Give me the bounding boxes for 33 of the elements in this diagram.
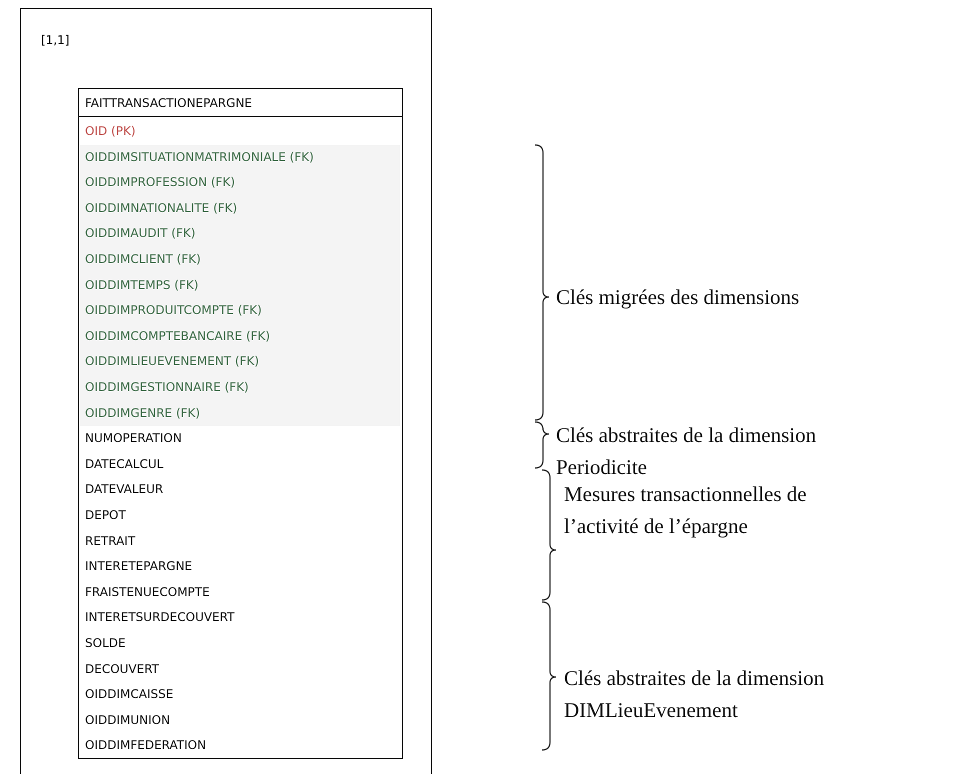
column-name: FRAISTENUECOMPTE	[84, 584, 211, 601]
column-name: DATEVALEUR	[84, 481, 164, 498]
foreign-key-column: OIDDIMCOMPTEBANCAIRE (FK)	[79, 324, 400, 350]
column-name: DATECALCUL	[84, 456, 164, 473]
column-name: SOLDE	[84, 635, 127, 652]
table-header: FAITTRANSACTIONEPARGNE	[79, 89, 402, 117]
column-name: OIDDIMUNION	[84, 712, 172, 729]
foreign-key-column: OIDDIMGENRE (FK)	[79, 400, 400, 426]
column-name: OIDDIMCAISSE	[84, 686, 174, 704]
foreign-key-column: OIDDIMNATIONALITE (FK)	[79, 196, 400, 222]
column-name: NUMOPERATION	[84, 430, 183, 448]
table-box	[78, 88, 403, 759]
multiplicity-label: [1,1]	[41, 33, 70, 47]
annotation-text: Mesures transactionnelles de l’activité de l’épargne	[564, 481, 808, 540]
column-name: DECOUVERT	[84, 660, 160, 678]
column-name: RETRAIT	[84, 532, 136, 550]
column-name: INTERETSURDECOUVERT	[84, 609, 236, 626]
foreign-key-column: OIDDIMLIEUEVENEMENT (FK)	[79, 349, 400, 375]
foreign-key-column: OIDDIMCLIENT (FK)	[79, 247, 400, 273]
foreign-key-column: OIDDIMGESTIONNAIRE (FK)	[79, 375, 400, 401]
outer-frame	[20, 8, 432, 774]
column-name: DEPOT	[84, 507, 127, 524]
foreign-key-column: OIDDIMTEMPS (FK)	[79, 272, 400, 298]
annotation-text: Clés abstraites de la dimension Periodicite	[556, 422, 818, 481]
primary-key-column: OID (PK)	[79, 119, 402, 145]
annotation-text: Clés abstraites de la dimension DIMLieuEvenement	[564, 665, 826, 724]
foreign-key-column: OIDDIMPRODUITCOMPTE (FK)	[79, 298, 400, 324]
foreign-key-column: OIDDIMSITUATIONMATRIMONIALE (FK)	[79, 144, 400, 170]
column-name: INTERETEPARGNE	[84, 558, 194, 576]
annotation-text: Clés migrées des dimensions	[556, 284, 800, 311]
foreign-key-column: OIDDIMPROFESSION (FK)	[79, 170, 400, 196]
foreign-key-column: OIDDIMAUDIT (FK)	[79, 221, 400, 247]
column-name: OIDDIMFEDERATION	[84, 737, 208, 754]
